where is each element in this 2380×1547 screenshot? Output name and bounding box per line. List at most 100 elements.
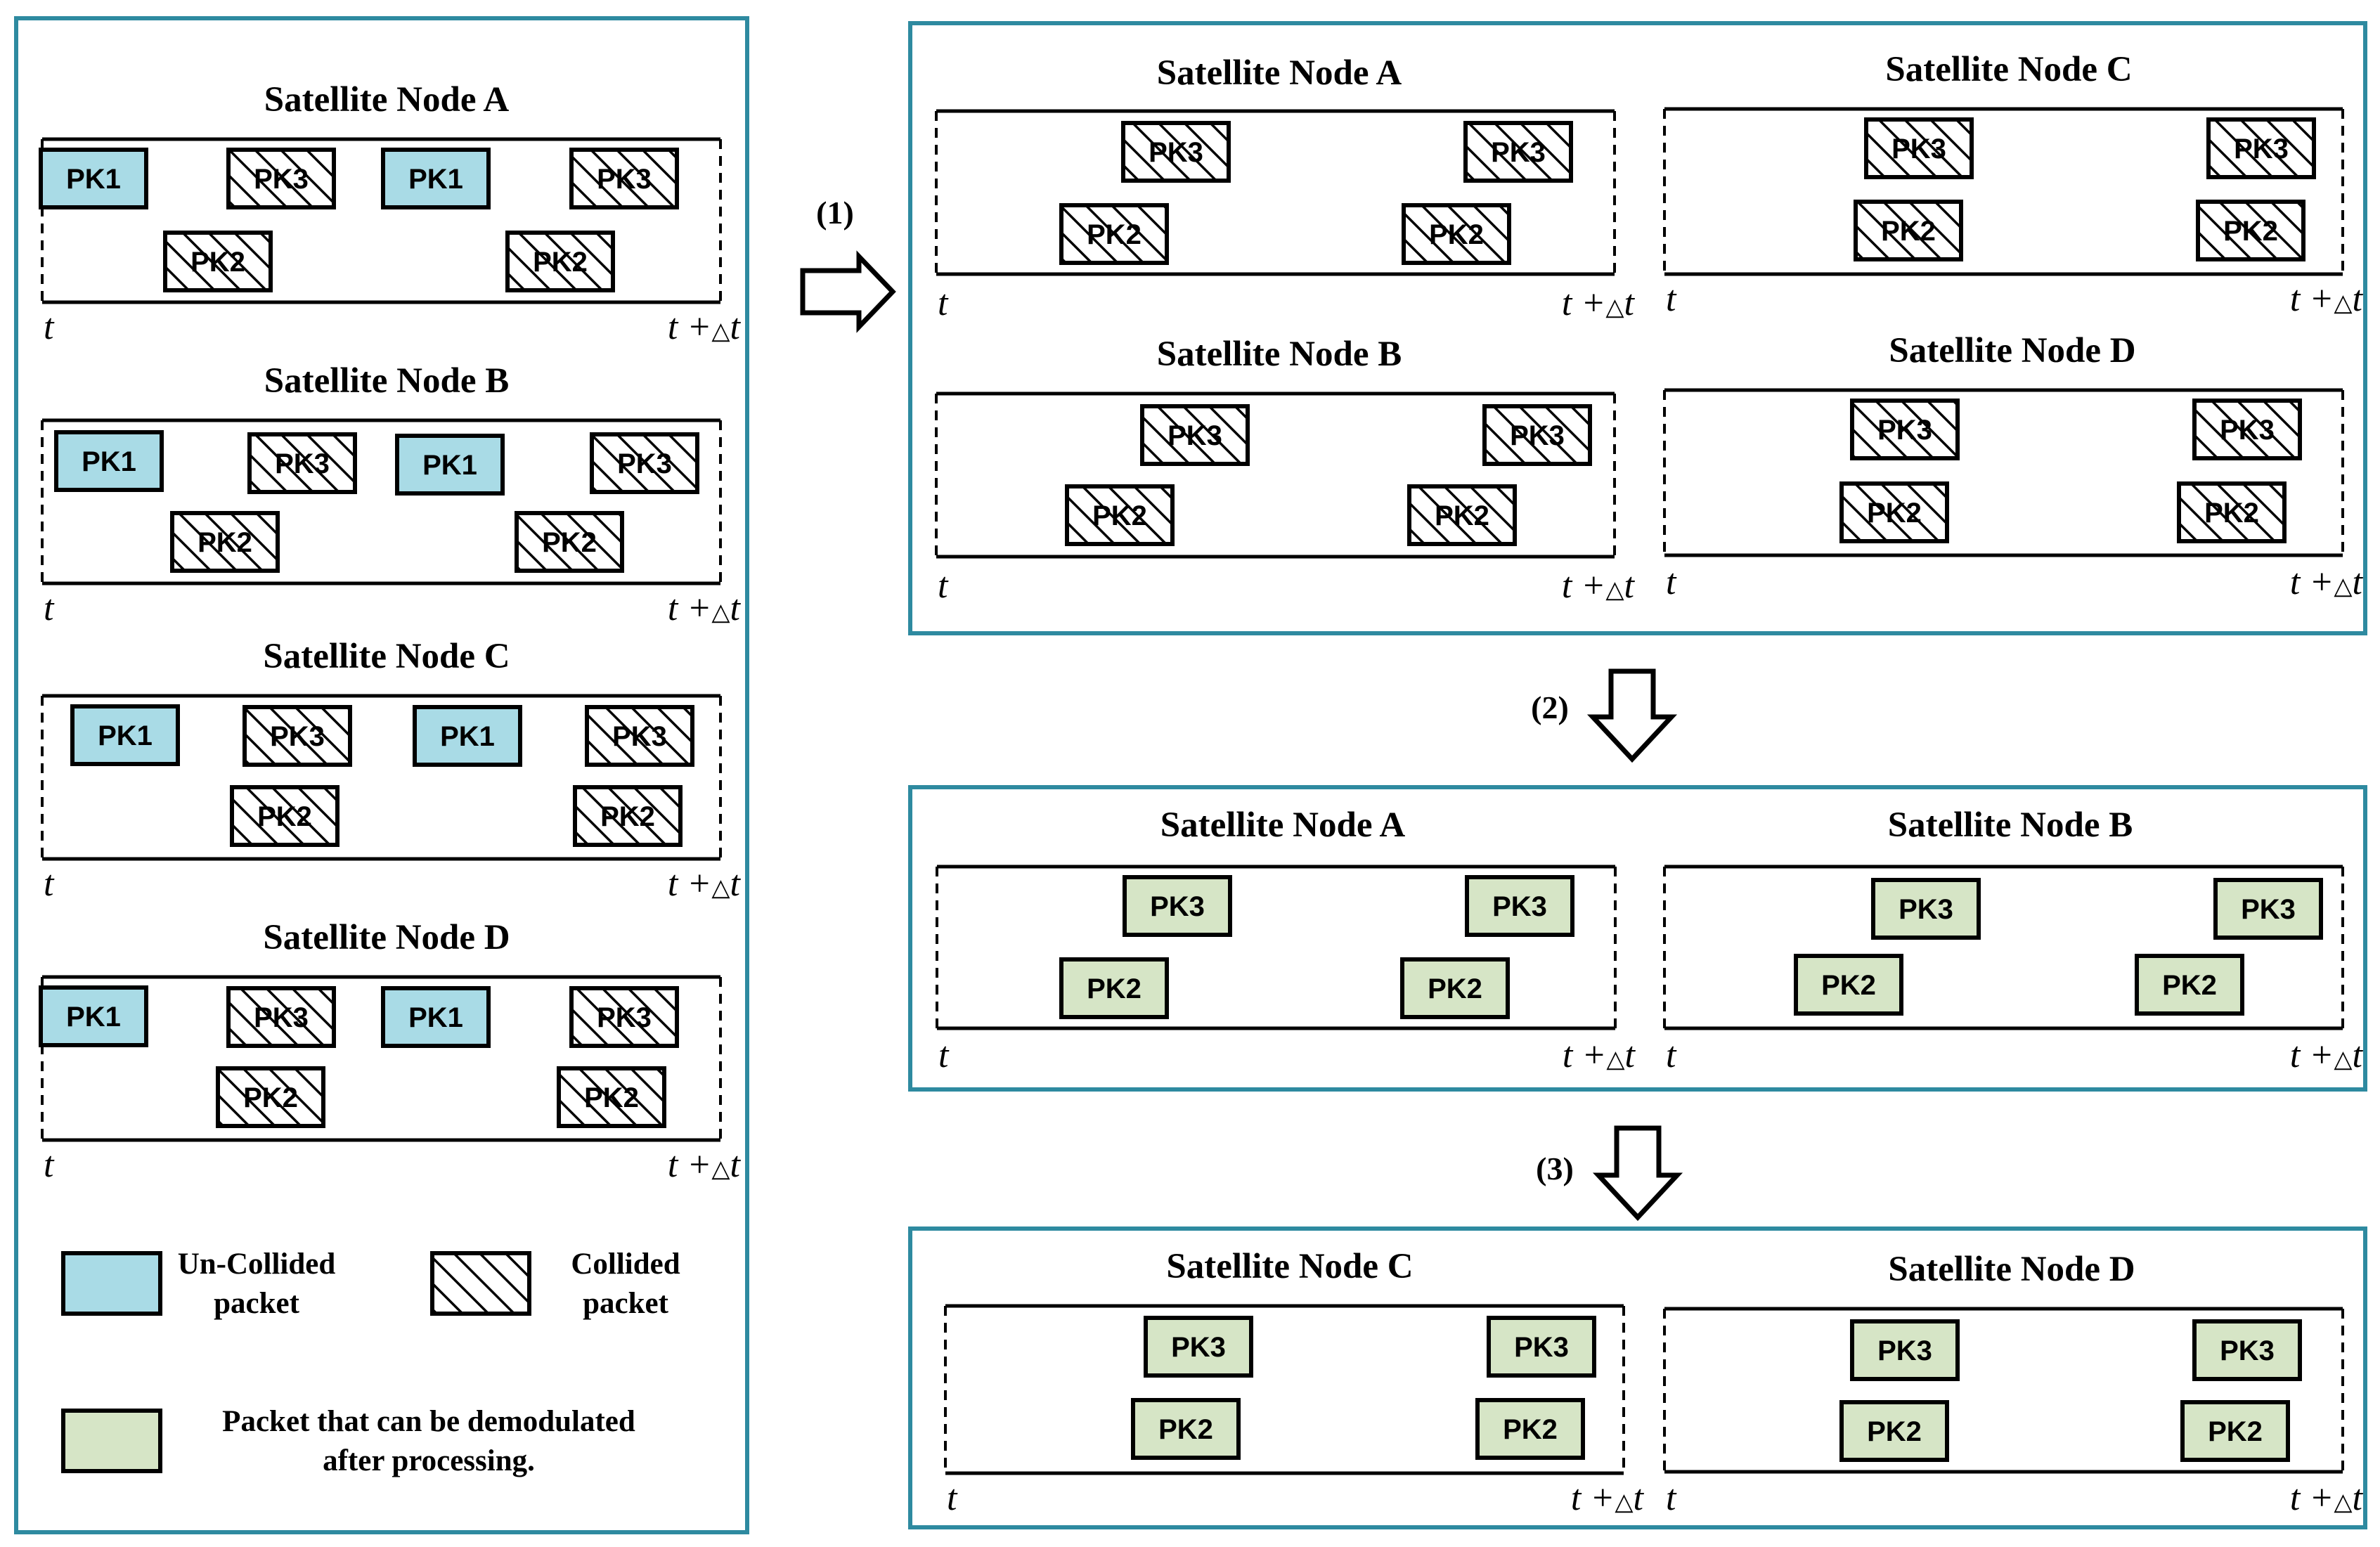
packet-label: PK3 (1877, 415, 1932, 446)
packet-label: PK2 (533, 247, 588, 278)
time-end-label: t +△t (2290, 279, 2364, 319)
time-end-label: t +△t (668, 1145, 742, 1185)
packet-box (2192, 1319, 2302, 1381)
packet-box (2206, 117, 2316, 179)
packet-pk3-collided: PK3 (569, 986, 679, 1048)
packet-pk2-demodulated: PK2 (1839, 1400, 1949, 1462)
packet-box (2177, 481, 2287, 543)
node-title: Satellite Node C (1885, 50, 2132, 89)
packet-box (1839, 1400, 1949, 1462)
packet-pk3-demodulated: PK3 (1144, 1316, 1253, 1378)
packet-pk2-demodulated: PK2 (2135, 954, 2244, 1016)
packet-pk2-demodulated: PK2 (2180, 1400, 2290, 1462)
packet-label: PK2 (1881, 216, 1936, 247)
packet-pk3-collided: PK3 (247, 432, 357, 494)
packet-pk2-collided: PK2 (1839, 481, 1949, 543)
packet-box (573, 785, 683, 847)
packet-pk2-demodulated: PK2 (1400, 957, 1510, 1019)
time-end-label: t +△t (2290, 1478, 2364, 1518)
legend-demodulated-line2: after processing. (323, 1444, 535, 1477)
time-end-label: t +△t (1562, 566, 1636, 606)
node-title: Satellite Node D (1888, 1250, 2135, 1289)
packet-box (569, 986, 679, 1048)
packet-box (1400, 957, 1510, 1019)
time-start-label: t (938, 1035, 950, 1075)
packet-label: PK1 (66, 164, 121, 195)
packet-pk1-uncollided: PK1 (381, 148, 491, 209)
packet-pk1-uncollided: PK1 (413, 705, 522, 767)
packet-box (163, 231, 273, 292)
packet-label: PK2 (1867, 1416, 1922, 1447)
time-start-label: t (44, 307, 55, 347)
packet-pk1-uncollided: PK1 (39, 148, 148, 209)
packet-label: PK2 (1429, 219, 1484, 250)
packet-box (1850, 1319, 1960, 1381)
packet-box (1864, 117, 1974, 179)
packet-label: PK3 (617, 448, 672, 479)
packet-box (1839, 481, 1949, 543)
packet-pk3-collided: PK3 (590, 432, 699, 494)
packet-box (381, 148, 491, 209)
packet-box (39, 985, 148, 1047)
packet-pk2-collided: PK2 (216, 1066, 325, 1128)
packet-box (413, 705, 522, 767)
packet-label: PK2 (1435, 500, 1489, 531)
step-1-label: (1) (816, 195, 854, 231)
step-3-arrow (1592, 1125, 1683, 1222)
time-start-label: t (938, 566, 949, 606)
packet-box (1475, 1398, 1585, 1460)
legend-collided-swatch (430, 1251, 531, 1316)
packet-box (70, 704, 180, 766)
packet-pk3-collided: PK3 (569, 148, 679, 209)
packet-box (242, 705, 352, 767)
packet-box (585, 705, 694, 767)
time-end-label: t +△t (2290, 1035, 2364, 1075)
step-3-label: (3) (1536, 1151, 1574, 1186)
packet-box (1487, 1316, 1596, 1378)
packet-label: PK2 (198, 527, 252, 558)
legend: Un-Collided packet Collided packet Packe… (61, 1248, 680, 1477)
time-start-label: t (1666, 279, 1677, 319)
packet-pk3-demodulated: PK3 (2213, 878, 2323, 940)
time-end-label: t +△t (668, 307, 742, 347)
packet-box (1407, 484, 1517, 546)
time-start-label: t (44, 864, 55, 904)
legend-demodulated-line1: Packet that can be demodulated (222, 1405, 635, 1438)
packet-label: PK3 (275, 448, 330, 479)
packet-box (1871, 878, 1981, 940)
packet-pk2-collided: PK2 (230, 785, 339, 847)
packet-pk3-collided: PK3 (242, 705, 352, 767)
packet-pk2-collided: PK2 (515, 511, 624, 573)
packet-pk2-collided: PK2 (163, 231, 273, 292)
packet-pk1-uncollided: PK1 (54, 430, 164, 492)
packet-label: PK2 (600, 801, 655, 832)
time-start-label: t (1666, 1035, 1677, 1075)
packet-box (1059, 957, 1169, 1019)
packet-pk2-collided: PK2 (1059, 203, 1169, 265)
time-end-label: t +△t (668, 588, 742, 628)
node-title: Satellite Node B (1888, 805, 2133, 845)
packet-pk2-demodulated: PK2 (1059, 957, 1169, 1019)
packet-box (505, 231, 615, 292)
packet-pk2-collided: PK2 (2196, 200, 2305, 261)
packet-label: PK3 (1491, 137, 1546, 168)
node-title: Satellite Node A (264, 80, 510, 119)
packet-box (1402, 203, 1511, 265)
packet-pk3-demodulated: PK3 (1871, 878, 1981, 940)
packet-pk3-demodulated: PK3 (1850, 1319, 1960, 1381)
packet-label: PK3 (597, 164, 652, 195)
packet-label: PK2 (2208, 1416, 2263, 1447)
left-panel-frame (14, 16, 749, 1534)
packet-pk3-collided: PK3 (1121, 121, 1231, 183)
packet-label: PK2 (1158, 1414, 1213, 1445)
